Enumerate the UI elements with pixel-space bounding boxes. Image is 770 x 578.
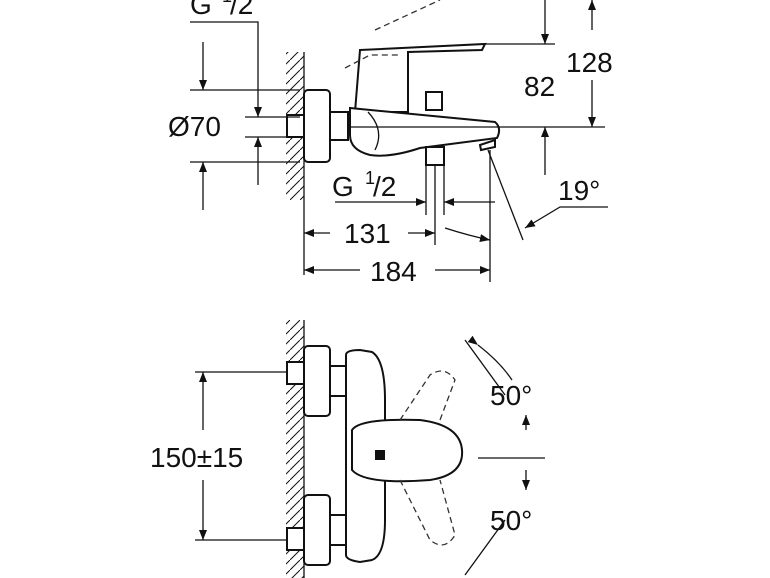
lever (353, 42, 487, 113)
length-184-label: 184 (370, 256, 417, 287)
shower-outlet (425, 146, 445, 166)
rosette-top (303, 345, 331, 417)
angle-line (464, 339, 506, 396)
thread-bottom-sup: 1 (365, 168, 375, 188)
angle-leader (524, 206, 608, 229)
angle-lower-label: 50° (490, 505, 532, 536)
lever-upper-position (399, 370, 456, 421)
lever-front (351, 418, 464, 483)
dim-arrow (444, 227, 491, 242)
lever-open-position (344, 0, 441, 69)
logo-mark (375, 450, 385, 460)
nut (329, 111, 349, 141)
angle-line (487, 149, 524, 241)
wall-rosette (303, 89, 331, 163)
lever-lower-position (399, 479, 456, 546)
thread-top-sub: /2 (230, 0, 253, 20)
spacing-label: 150±15 (150, 442, 243, 473)
thread-top-g: G (190, 0, 212, 20)
angle-upper-label: 50° (490, 380, 532, 411)
height-82-label: 82 (524, 71, 555, 102)
rosette-bottom (303, 494, 331, 566)
aerator (478, 138, 496, 152)
length-131-label: 131 (344, 218, 391, 249)
side-view: G 1 /2 Ø70 82 128 19° G 1 /2 131 184 (168, 0, 613, 287)
front-view: 150±15 50° 50° (150, 320, 545, 578)
angle-19-label: 19° (558, 175, 600, 206)
body-contour (367, 111, 380, 151)
diverter-knob (425, 91, 443, 111)
thread-bottom-sub: /2 (373, 171, 396, 202)
diameter-label: Ø70 (168, 111, 221, 142)
nut-bottom (329, 514, 347, 546)
nut-top (329, 365, 347, 397)
angle-line (464, 519, 506, 576)
inlet-fitting-top (286, 361, 305, 385)
angle-arc (467, 335, 513, 381)
inlet-fitting-bottom (286, 527, 305, 551)
inlet-fitting (286, 114, 305, 138)
thread-leader (190, 21, 262, 117)
spout-body (349, 106, 501, 157)
height-128-label: 128 (566, 47, 613, 78)
thread-top-sup: 1 (222, 0, 232, 6)
thread-bottom-g: G (332, 171, 354, 202)
